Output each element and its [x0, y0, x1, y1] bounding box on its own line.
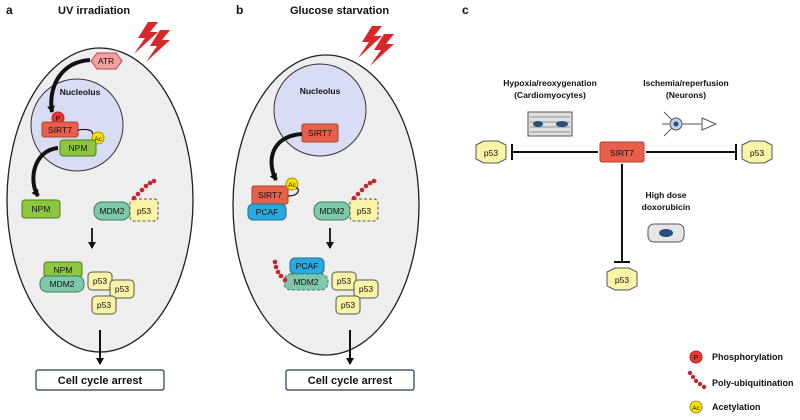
ac-label-a: Ac [94, 136, 102, 143]
p53-left-label: p53 [484, 148, 498, 158]
panel-a: a UV irradiation Nucleolus ATR P SIRT7 A… [6, 3, 194, 391]
sirt7-node-b-in [301, 123, 339, 143]
p53-label-a: p53 [137, 206, 151, 216]
npm-release-arrow [31, 146, 59, 198]
mdm2-label-a: MDM2 [99, 206, 124, 216]
sirt7-export-arrow [269, 132, 303, 181]
free-p53-b2-label: p53 [359, 284, 373, 294]
p53-bottom-node [606, 267, 638, 291]
pcaf-node [247, 203, 287, 221]
atr-label: ATR [98, 56, 114, 66]
atr-to-sirt7-arrow [47, 58, 91, 113]
free-p53-a1-label: p53 [93, 276, 107, 286]
p53-right-label: p53 [750, 148, 764, 158]
atr-node [90, 52, 123, 70]
bottom-condition-line2: doxorubicin [642, 202, 691, 212]
free-p53-b2 [353, 279, 379, 299]
outcome-a: Cell cycle arrest [58, 375, 143, 387]
complex-mdm2-b-label: MDM2 [293, 277, 318, 287]
legend-acetyl-label: Acetylation [712, 402, 761, 412]
panel-c-label: c [462, 3, 469, 17]
legend-acetyl-icon [689, 400, 703, 414]
free-p53-a3 [91, 295, 117, 315]
sirt7-label-a: SIRT7 [48, 125, 72, 135]
panel-b-title: Glucose starvation [290, 5, 389, 17]
p53-label-b: p53 [357, 206, 371, 216]
legend-ubiquitin-label: Poly-ubiquitination [712, 378, 794, 388]
cardiomyocyte-icon [527, 111, 573, 137]
sirt7-b-out-label: SIRT7 [258, 190, 282, 200]
mdm2-label-b: MDM2 [319, 206, 344, 216]
npm-in-label: NPM [69, 143, 88, 153]
sirt7-c-label: SIRT7 [610, 148, 634, 158]
free-p53-b1-label: p53 [337, 276, 351, 286]
ubiquitin-chain-icon-b2 [272, 259, 288, 283]
phospho-label-a: P [56, 116, 61, 123]
left-condition-line2: (Cardiomyocytes) [514, 90, 586, 100]
neuron-icon [662, 111, 718, 137]
ubiquitin-chain-icon-a [131, 178, 157, 201]
left-condition-line1: Hypoxia/reoxygenation [503, 78, 597, 88]
panel-c: c Hypoxia/reoxygenation (Cardiomyocytes)… [462, 3, 773, 291]
free-p53-b3-label: p53 [341, 300, 355, 310]
lightning-icon-b [358, 26, 394, 66]
free-p53-a2 [109, 279, 135, 299]
lightning-icon [134, 22, 170, 62]
bottom-condition-line1: High dose [645, 190, 686, 200]
sirt7-acetyl-link-a [77, 128, 94, 135]
p53-bottom-label: p53 [615, 275, 629, 285]
acetyl-icon-b [285, 177, 299, 191]
legend-phospho-label: Phosphorylation [712, 352, 783, 362]
free-p53-b3 [335, 295, 361, 315]
legend: P Phosphorylation Poly-ubiquitination Ac… [687, 350, 794, 414]
right-condition-line2: (Neurons) [666, 90, 706, 100]
free-p53-a3-label: p53 [97, 300, 111, 310]
sirt7-b-in-label: SIRT7 [308, 128, 332, 138]
npm-node-in [59, 139, 97, 157]
pcaf-label: PCAF [256, 207, 279, 217]
p53-node-b [349, 198, 379, 222]
panel-b-label: b [236, 3, 243, 17]
legend-acetyl-symbol: Ac [692, 405, 700, 412]
complex-npm-label: NPM [54, 265, 73, 275]
npm-node-out [21, 199, 61, 219]
sirt7-node-c [599, 141, 645, 163]
outcome-box-a [35, 369, 165, 391]
complex-pcaf-label: PCAF [296, 261, 319, 271]
nucleolus-b-label: Nucleolus [300, 86, 341, 96]
free-p53-a2-label: p53 [115, 284, 129, 294]
panel-a-label: a [6, 3, 13, 17]
p53-node-a [129, 198, 159, 222]
p53-left-node [475, 140, 507, 164]
npm-out-label: NPM [32, 204, 51, 214]
ubiquitin-chain-icon-b [351, 178, 377, 201]
cell-icon [647, 223, 685, 243]
legend-ubiquitin-icon [687, 370, 707, 390]
panel-b: b Glucose starvation Nucleolus SIRT7 SIR… [232, 3, 420, 391]
complex-mdm2-a [39, 275, 85, 293]
complex-mdm2-a-label: MDM2 [49, 279, 74, 289]
panel-a-title: UV irradiation [58, 5, 130, 17]
right-condition-line1: Ischemia/reperfusion [643, 78, 729, 88]
outcome-box-b [285, 369, 415, 391]
nucleolus-a-label: Nucleolus [60, 87, 101, 97]
outcome-b: Cell cycle arrest [308, 375, 393, 387]
legend-phospho-icon [689, 350, 703, 364]
p53-right-node [741, 140, 773, 164]
legend-phospho-symbol: P [694, 355, 699, 362]
ac-label-b: Ac [288, 182, 296, 189]
sirt7-acetyl-link-b [287, 187, 299, 197]
